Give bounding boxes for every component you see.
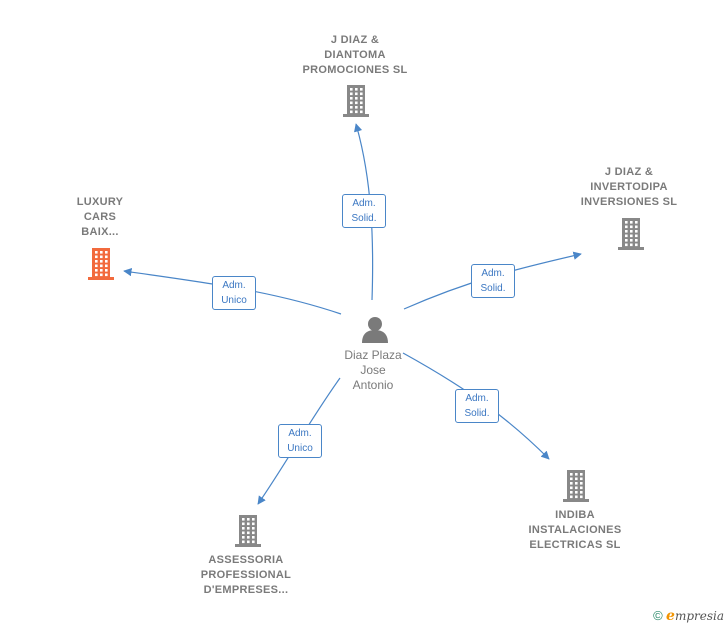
node-label-indiba[interactable]: INDIBA INSTALACIONES ELECTRICAS SL bbox=[510, 508, 640, 553]
node-label-line: PROMOCIONES SL bbox=[302, 64, 408, 76]
node-label-line: J DIAZ & bbox=[604, 166, 654, 178]
node-label-line: CARS bbox=[83, 211, 117, 223]
node-label-line: INVERTODIPA bbox=[590, 181, 668, 193]
node-label-line: BAIX... bbox=[81, 226, 119, 238]
edge-label-line: Adm. bbox=[222, 280, 246, 291]
edge-label-indiba: Adm. Solid. bbox=[455, 389, 499, 423]
node-label-line: ELECTRICAS SL bbox=[529, 539, 621, 551]
person-label-line: Antonio bbox=[352, 378, 394, 392]
center-person-label[interactable]: Diaz Plaza Jose Antonio bbox=[318, 348, 428, 393]
node-label-line: D'EMPRESES... bbox=[203, 584, 289, 596]
node-label-line: INDIBA bbox=[555, 509, 595, 521]
person-label-line: Diaz Plaza bbox=[344, 348, 402, 362]
brand-logo-rest: mpresia bbox=[674, 609, 724, 623]
person-icon[interactable] bbox=[362, 317, 388, 343]
node-label-line: INSTALACIONES bbox=[528, 524, 622, 536]
node-label-line: ASSESSORIA bbox=[208, 554, 284, 566]
node-label-jdiaz-diantoma[interactable]: J DIAZ & DIANTOMA PROMOCIONES SL bbox=[290, 33, 420, 78]
edge-label-line: Adm. bbox=[465, 393, 489, 404]
person-label-line: Jose bbox=[360, 363, 386, 377]
building-icon[interactable] bbox=[618, 218, 644, 250]
edge-label-line: Solid. bbox=[464, 408, 490, 419]
brand-footer: © empresia bbox=[653, 608, 724, 624]
node-label-line: PROFESSIONAL bbox=[200, 569, 292, 581]
edge-label-line: Adm. bbox=[288, 428, 312, 439]
node-label-jdiaz-invertodipa[interactable]: J DIAZ & INVERTODIPA INVERSIONES SL bbox=[566, 165, 692, 210]
edge-label-line: Solid. bbox=[480, 283, 506, 294]
edge-label-line: Unico bbox=[221, 295, 247, 306]
edge-label-diantoma: Adm. Solid. bbox=[342, 194, 386, 228]
copyright-icon: © bbox=[653, 608, 663, 623]
edge-label-assessoria: Adm. Unico bbox=[278, 424, 322, 458]
edge-label-line: Solid. bbox=[351, 213, 377, 224]
building-icon[interactable] bbox=[343, 85, 369, 117]
brand-logo-initial: e bbox=[666, 608, 675, 624]
node-label-line: DIANTOMA bbox=[324, 49, 386, 61]
node-label-line: INVERSIONES SL bbox=[580, 196, 678, 208]
building-icon[interactable] bbox=[563, 470, 589, 502]
node-label-assessoria[interactable]: ASSESSORIA PROFESSIONAL D'EMPRESES... bbox=[181, 553, 311, 598]
node-label-line: J DIAZ & bbox=[330, 34, 380, 46]
node-label-luxury-cars[interactable]: LUXURY CARS BAIX... bbox=[55, 195, 145, 240]
edge-label-line: Unico bbox=[287, 443, 313, 454]
edge-label-invertodipa: Adm. Solid. bbox=[471, 264, 515, 298]
edge-label-line: Adm. bbox=[481, 268, 505, 279]
node-label-line: LUXURY bbox=[76, 196, 124, 208]
building-icon[interactable] bbox=[88, 248, 114, 280]
edge-label-luxury-cars: Adm. Unico bbox=[212, 276, 256, 310]
edge-label-line: Adm. bbox=[352, 198, 376, 209]
building-icon[interactable] bbox=[235, 515, 261, 547]
